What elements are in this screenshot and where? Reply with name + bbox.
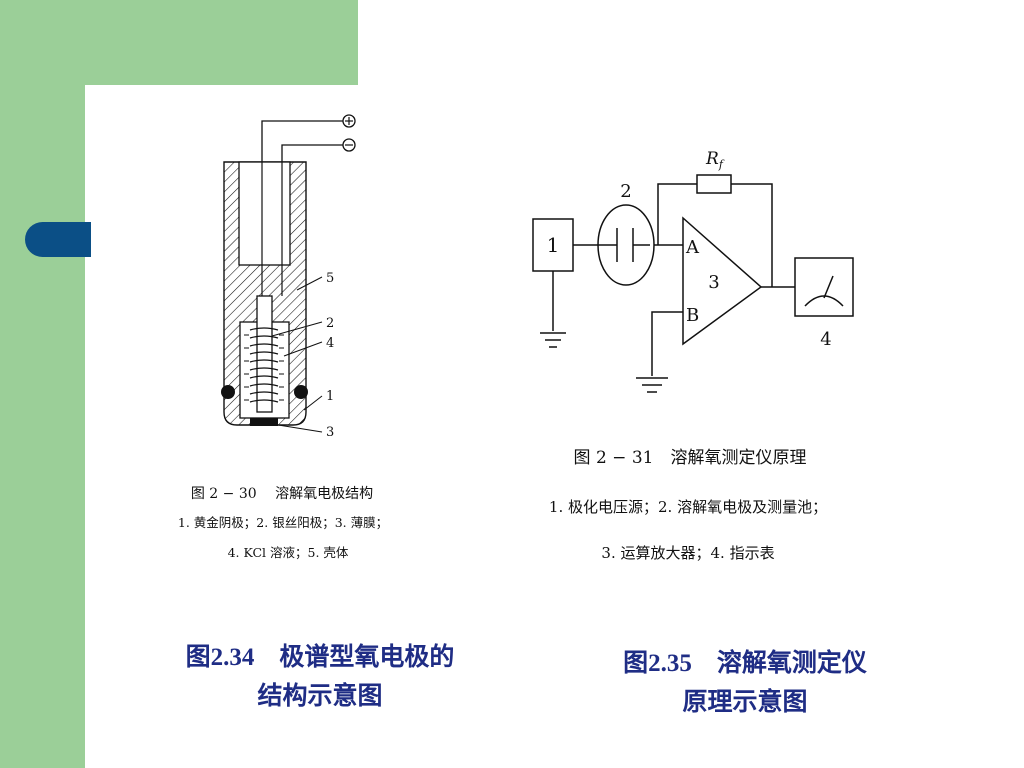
oxygen-meter-circuit-figure: 1 2 Rf A 3 B 4 图 2 − 31 溶解氧测定仪原理 1. 极化电压… bbox=[532, 149, 854, 562]
green-top-band bbox=[0, 0, 358, 85]
electrode-label: 2 bbox=[620, 181, 631, 202]
box1-label: 1 bbox=[547, 233, 560, 257]
lead-wires bbox=[261, 120, 343, 162]
input-b-label: B bbox=[686, 305, 699, 326]
electrode-structure-figure: 5 2 4 1 3 图 2 − 30 溶解氧电极结构 1. 黄金阴极；2. 银丝… bbox=[178, 114, 388, 560]
right-figure-legend-2: 3. 运算放大器；4. 指示表 bbox=[601, 544, 774, 562]
right-caption-number: 图2.35 bbox=[623, 650, 692, 677]
left-figure-title: 图 2 − 30 溶解氧电极结构 bbox=[191, 486, 373, 502]
part-label-2: 2 bbox=[326, 316, 334, 331]
left-caption-text: 极谱型氧电极的 bbox=[279, 642, 455, 671]
right-caption-line1: 图2.35 溶解氧测定仪 bbox=[545, 644, 945, 683]
input-a-label: A bbox=[685, 237, 700, 258]
membrane bbox=[250, 418, 278, 426]
part-label-5: 5 bbox=[326, 271, 334, 286]
part-label-3: 3 bbox=[326, 425, 334, 440]
right-caption-text: 溶解氧测定仪 bbox=[716, 648, 867, 677]
part-label-1: 1 bbox=[326, 389, 334, 404]
navy-accent-tab bbox=[25, 222, 91, 257]
left-caption-line1: 图2.34 极谱型氧电极的 bbox=[120, 638, 520, 677]
left-figure-legend-2: 4. KCl 溶液；5. 壳体 bbox=[228, 545, 349, 560]
leader-lines bbox=[271, 276, 323, 433]
op-amp bbox=[682, 216, 763, 346]
amp-label: 3 bbox=[708, 272, 719, 293]
left-caption-number: 图2.34 bbox=[185, 644, 255, 671]
silver-anode-coil bbox=[249, 327, 279, 403]
left-caption: 图2.34 极谱型氧电极的 结构示意图 bbox=[120, 638, 520, 715]
terminal-plus-icon bbox=[342, 114, 356, 128]
resistor-label: Rf bbox=[705, 149, 725, 171]
left-figure-legend-1: 1. 黄金阴极；2. 银丝阳极；3. 薄膜； bbox=[178, 515, 388, 530]
right-caption: 图2.35 溶解氧测定仪 原理示意图 bbox=[545, 644, 945, 721]
meter-label: 4 bbox=[820, 329, 831, 350]
right-figure-legend-1: 1. 极化电压源；2. 溶解氧电极及测量池； bbox=[549, 498, 827, 516]
kcl-solution bbox=[244, 334, 284, 401]
o-ring-left bbox=[221, 385, 235, 399]
green-side-band bbox=[0, 0, 85, 768]
indicator-meter bbox=[794, 257, 854, 317]
feedback-resistor bbox=[696, 174, 732, 194]
terminal-minus-icon bbox=[342, 138, 356, 152]
gold-cathode bbox=[256, 295, 273, 413]
right-figure-title: 图 2 − 31 溶解氧测定仪原理 bbox=[574, 448, 807, 468]
o-ring-right bbox=[294, 385, 308, 399]
left-caption-line2: 结构示意图 bbox=[257, 681, 383, 710]
right-caption-line2: 原理示意图 bbox=[682, 687, 808, 716]
part-label-4: 4 bbox=[326, 336, 334, 351]
